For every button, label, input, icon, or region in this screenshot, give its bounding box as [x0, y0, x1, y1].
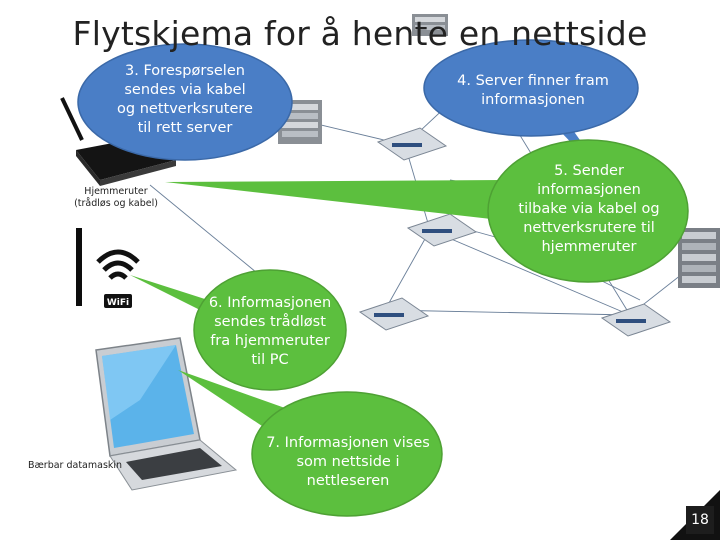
network-router-1 — [376, 127, 448, 161]
bubble-6-line-1: 6. Informasjonen — [208, 295, 332, 311]
bubble-3-line-3: og nettverksrutere — [117, 101, 253, 117]
bubble-7-line-1: 7. Informasjonen vises — [266, 435, 430, 451]
bubble-6-line-2: sendes trådløst — [214, 314, 326, 330]
bubble-6-line-3: fra hjemmeruter — [210, 333, 330, 349]
bubble-3-line-1: 3. Forespørselen — [125, 63, 245, 79]
router-label: Hjemmeruter (trådløs og kabel) — [56, 186, 176, 210]
page-number: 18 — [686, 506, 714, 534]
bubble-4-line-2: informasjonen — [481, 92, 585, 108]
router-label-line-2: (trådløs og kabel) — [74, 198, 158, 209]
bubble-step-6-text: 6. Informasjonen sendes trådløst fra hje… — [200, 294, 340, 370]
wifi-logo-text: WiFi — [107, 298, 129, 308]
bubble-5-line-2: informasjonen — [537, 182, 641, 198]
bubble-step-3 — [77, 43, 293, 161]
wifi-antenna-icon: WiFi — [76, 228, 140, 308]
bubble-3-line-2: sendes via kabel — [124, 82, 246, 98]
bubble-step-5-text: 5. Sender informasjonen tilbake via kabe… — [506, 162, 672, 257]
bubble-7-line-3: nettleseren — [306, 473, 390, 489]
bubble-3-line-4: til rett server — [137, 120, 233, 136]
bubble-7-line-2: som nettside i — [296, 454, 400, 470]
server-rack-top — [412, 14, 448, 36]
bubble-step-6 — [130, 269, 347, 391]
bubble-6-line-4: til PC — [251, 352, 289, 368]
network-router-4 — [600, 303, 672, 337]
server-rack-right — [678, 228, 720, 288]
bubble-step-3-text: 3. Forespørselen sendes via kabel og net… — [85, 62, 285, 138]
bubble-step-7-text: 7. Informasjonen vises som nettside i ne… — [266, 434, 430, 491]
bubble-step-7 — [178, 370, 443, 517]
network-router-2 — [406, 213, 478, 247]
bubble-4-line-1: 4. Server finner fram — [457, 73, 609, 89]
laptop-label: Bærbar datamaskin — [27, 460, 123, 471]
bubble-5-line-3: tilbake via kabel og — [518, 201, 660, 217]
bubble-5-line-4: nettverksrutere til — [523, 220, 655, 236]
bubble-5-line-5: hjemmeruter — [541, 239, 637, 255]
bubble-5-line-1: 5. Sender — [554, 163, 624, 179]
bubble-step-4-text: 4. Server finner fram informasjonen — [446, 72, 620, 110]
router-label-line-1: Hjemmeruter — [84, 186, 148, 197]
network-router-3 — [358, 297, 430, 331]
bubble-step-5 — [165, 139, 689, 283]
page-title: Flytskjema for å hente en nettside — [72, 14, 648, 53]
laptop-icon — [95, 337, 238, 491]
